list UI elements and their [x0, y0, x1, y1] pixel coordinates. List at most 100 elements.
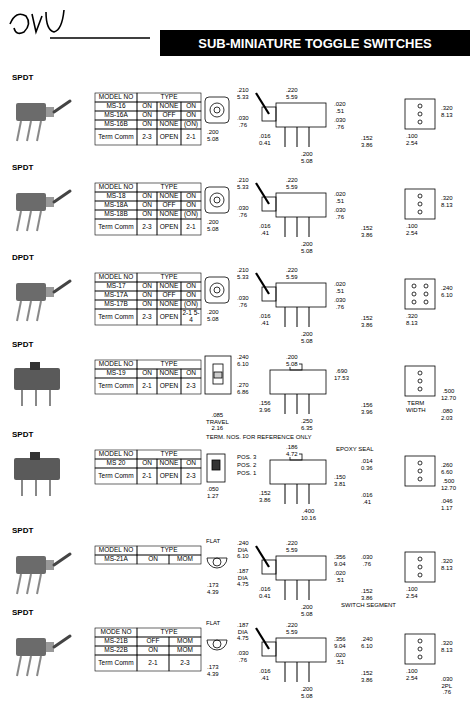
terminal-side	[309, 394, 310, 414]
pin-view	[405, 552, 435, 582]
dimension-label: .020 .51	[333, 191, 347, 204]
table-cell: Term Comm	[95, 468, 137, 484]
table-cell: OPEN	[157, 378, 181, 394]
terminal-side	[309, 662, 310, 682]
table-cell: ON	[181, 282, 201, 291]
note-label: POS. 3	[236, 454, 257, 461]
table-cell-border	[137, 378, 157, 394]
table-cell-border	[95, 646, 137, 655]
dimension-label: .016 .41	[360, 492, 374, 505]
config-label: SPDT	[12, 430, 33, 439]
table-cell-border	[95, 102, 137, 111]
table-cell: ON	[137, 369, 157, 378]
terminal-pin	[35, 480, 37, 496]
pin-hole	[412, 292, 416, 296]
table-cell-border	[95, 468, 137, 484]
dimension-label: .260 6.60	[440, 462, 454, 475]
table-cell: ON	[137, 282, 157, 291]
dimension-label: .050 1.27	[206, 486, 220, 499]
dimension-label: .220 5.59	[285, 87, 299, 100]
dimension-label: .020 .51	[333, 652, 347, 665]
pin-hole	[412, 300, 416, 304]
lever-side	[256, 628, 269, 649]
terminal-pin	[27, 656, 31, 676]
dimension-label: .320 8.13	[440, 558, 454, 571]
dimension-label: .020 .51	[333, 570, 347, 583]
slider-knob	[30, 452, 40, 460]
dimension-label: .030 .76	[333, 297, 347, 310]
table-cell: NONE	[157, 282, 181, 291]
terminal-pin	[37, 301, 41, 321]
table-cell-border	[157, 459, 181, 468]
pin-hole	[418, 120, 422, 124]
dimension-label: .200 5.08	[206, 309, 220, 322]
switch-body	[16, 638, 46, 656]
table-cell-border	[181, 102, 201, 111]
lever-side	[256, 183, 269, 204]
terminal-pin	[37, 656, 41, 676]
bushing-outline	[210, 103, 224, 117]
table-cell-border	[157, 300, 181, 309]
lever-tip	[214, 197, 220, 203]
table-cell: MS-16B	[95, 120, 137, 129]
bushing-outline	[210, 283, 224, 297]
terminal-side	[297, 127, 298, 147]
dimension-label: .240 6.10	[360, 636, 374, 649]
table-cell-border	[137, 628, 201, 637]
lever	[54, 554, 70, 565]
pin-hole	[412, 284, 416, 288]
logo	[10, 10, 150, 38]
table-cell: TYPE	[137, 450, 201, 459]
table-cell: (ON)	[181, 210, 201, 219]
terminal-side	[285, 662, 286, 682]
table-cell-border	[95, 628, 137, 637]
terminal-pin	[37, 211, 41, 231]
front-view	[207, 454, 225, 482]
table-cell-border	[181, 129, 201, 145]
pin-hole	[418, 461, 422, 465]
table-cell: TYPE	[137, 183, 201, 192]
table-cell-border	[157, 129, 181, 145]
table-cell-border	[95, 360, 137, 369]
terminal-pin	[17, 211, 21, 231]
lever-tip	[213, 558, 221, 566]
table-cell: 2-3	[181, 468, 201, 484]
table-cell-border	[181, 210, 201, 219]
note-label: FLAT	[205, 538, 221, 545]
slider-knob	[30, 362, 40, 370]
dimension-label: .016 .41	[258, 313, 272, 326]
terminal-side	[309, 484, 310, 504]
table-cell-border	[181, 459, 201, 468]
dimension-label: .210 5.33	[236, 87, 250, 100]
dimension-label: .220 5.59	[285, 622, 299, 635]
terminal-pin	[21, 390, 23, 406]
dimension-label: .356 9.04	[333, 554, 347, 567]
terminal-side	[285, 307, 286, 327]
dimension-label: .080 2.03	[440, 408, 454, 421]
dimension-label: .210 5.33	[236, 177, 250, 190]
table-cell-border	[95, 111, 137, 120]
table-cell: (ON)	[181, 300, 201, 309]
dimension-label: .220 5.59	[285, 540, 299, 553]
table-cell-border	[181, 219, 201, 235]
pin-view	[405, 189, 435, 219]
side-body	[276, 556, 326, 580]
table-cell: ON	[181, 111, 201, 120]
terminal-pin	[17, 121, 21, 141]
table-cell-border	[95, 273, 137, 282]
lever	[54, 636, 70, 647]
table-cell: OPEN	[157, 468, 181, 484]
dimension-label: .030 .76	[236, 115, 250, 128]
dimension-label: .500 12.70	[440, 478, 457, 491]
dimension-label: .186 4.72	[285, 444, 299, 457]
dimension-label: .152 3.86	[258, 490, 272, 503]
table-cell: NONE	[157, 210, 181, 219]
table-cell: Term Comm	[95, 309, 137, 325]
switch-body	[16, 283, 46, 301]
table-cell: MODEL NO	[95, 183, 137, 192]
table-cell-border	[95, 219, 137, 235]
terminal-side	[309, 127, 310, 147]
table-cell-border	[157, 192, 181, 201]
terminal-pin	[17, 574, 21, 594]
